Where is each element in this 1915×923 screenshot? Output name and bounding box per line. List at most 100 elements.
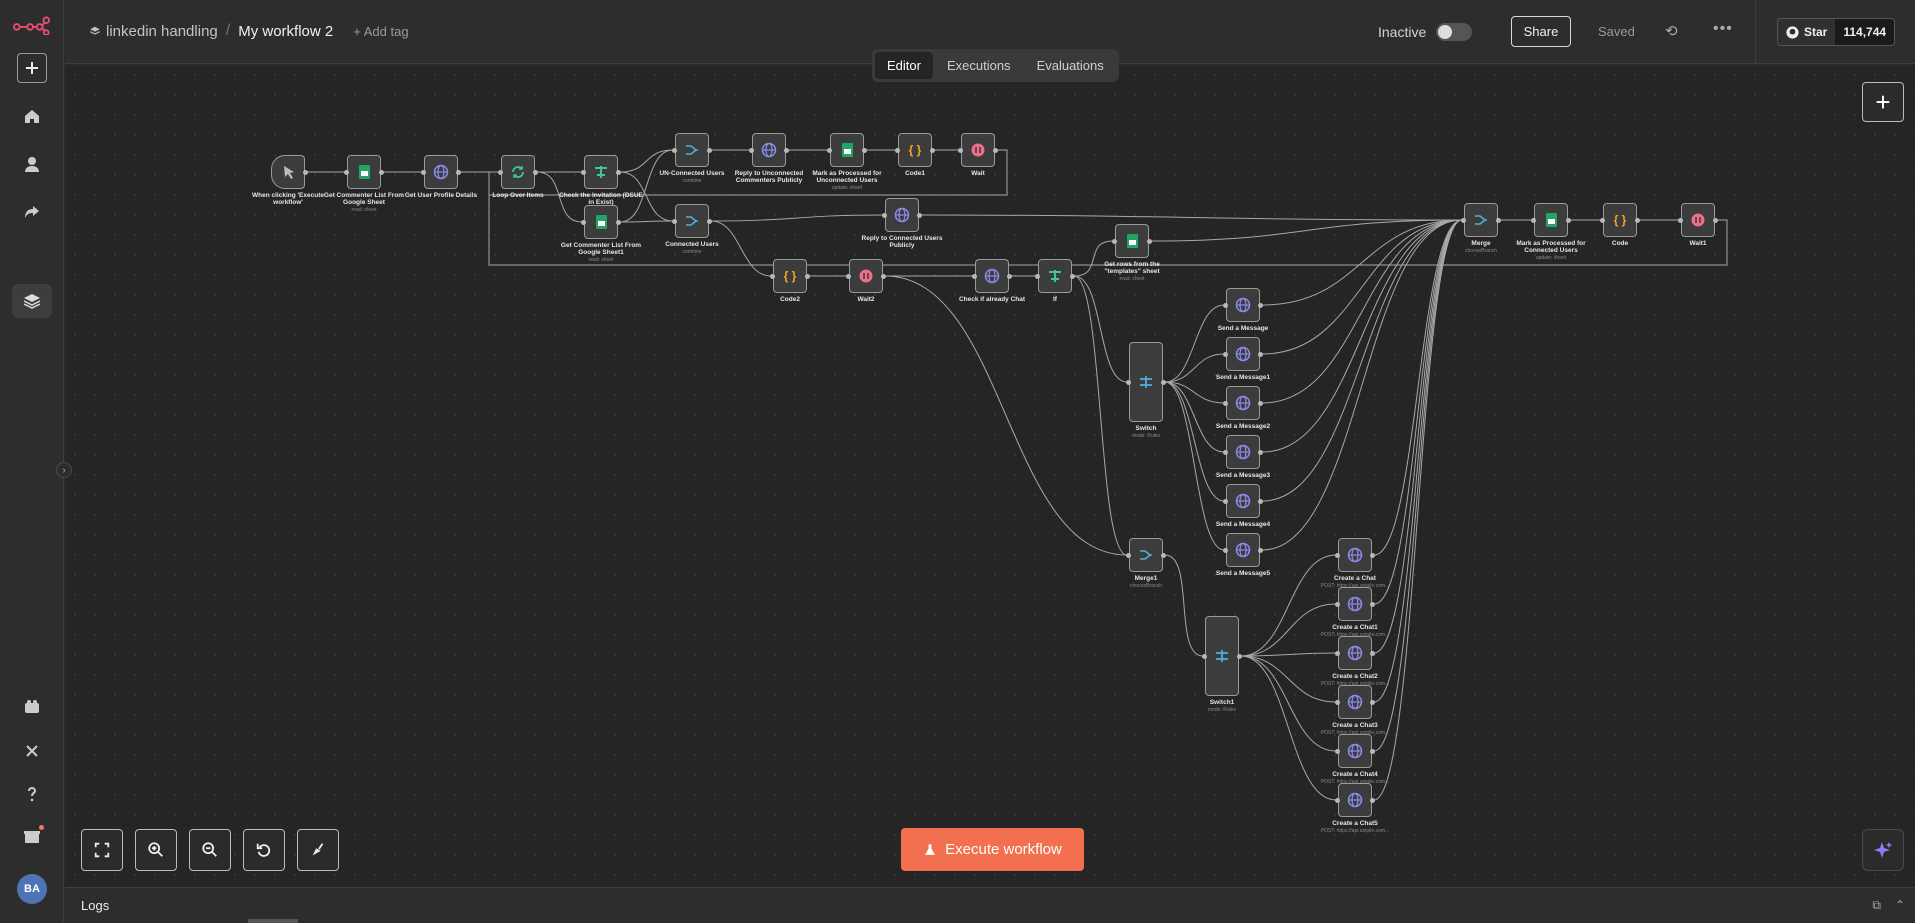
zoom-out-button[interactable]: [189, 829, 231, 871]
tidy-up-button[interactable]: [297, 829, 339, 871]
input-port[interactable]: [1223, 351, 1228, 357]
output-port[interactable]: [1161, 552, 1166, 558]
tab-evaluations[interactable]: Evaluations: [1036, 58, 1104, 73]
input-port[interactable]: [1335, 552, 1340, 558]
input-port[interactable]: [1335, 748, 1340, 754]
popout-icon[interactable]: ⧉: [1872, 898, 1881, 912]
connection-line[interactable]: [1373, 219, 1463, 556]
output-port[interactable]: [1370, 552, 1375, 558]
output-port[interactable]: [1370, 699, 1375, 705]
active-toggle[interactable]: [1436, 23, 1473, 41]
share-icon[interactable]: [12, 195, 52, 229]
node-msg3[interactable]: [1226, 435, 1260, 469]
tab-executions[interactable]: Executions: [946, 58, 1011, 73]
output-port[interactable]: [1370, 601, 1375, 607]
output-port[interactable]: [533, 169, 538, 175]
node-connected[interactable]: [675, 204, 709, 238]
connection-line[interactable]: [1373, 219, 1463, 703]
connection-line[interactable]: [1164, 353, 1225, 383]
ai-assistant-button[interactable]: [1862, 829, 1904, 871]
connection-line[interactable]: [1261, 219, 1463, 551]
output-port[interactable]: [303, 169, 308, 175]
node-profile[interactable]: [424, 155, 458, 189]
input-port[interactable]: [672, 147, 677, 153]
connection-line[interactable]: [619, 149, 674, 223]
node-replyConn[interactable]: [885, 198, 919, 232]
input-port[interactable]: [770, 273, 775, 279]
node-chat4[interactable]: [1338, 734, 1372, 768]
logs-panel[interactable]: Logs ⧉ ⌃: [65, 887, 1915, 923]
add-icon[interactable]: [17, 53, 47, 83]
connection-line[interactable]: [1164, 381, 1225, 551]
connection-line[interactable]: [1261, 219, 1463, 502]
connection-line[interactable]: [1164, 381, 1225, 502]
connection-line[interactable]: [710, 220, 772, 277]
connection-line[interactable]: [1240, 603, 1337, 657]
add-node-button[interactable]: +: [1862, 82, 1904, 122]
connection-line[interactable]: [1240, 655, 1337, 703]
connection-line[interactable]: [1164, 381, 1225, 453]
output-port[interactable]: [1258, 400, 1263, 406]
input-port[interactable]: [1531, 217, 1536, 223]
output-port[interactable]: [1070, 273, 1075, 279]
execute-workflow-button[interactable]: Execute workflow: [901, 828, 1084, 871]
home-icon[interactable]: [12, 99, 52, 133]
gift-icon[interactable]: [12, 819, 52, 853]
connection-line[interactable]: [1073, 275, 1128, 556]
node-gs2[interactable]: [584, 205, 618, 239]
node-msg0[interactable]: [1226, 288, 1260, 322]
output-port[interactable]: [993, 147, 998, 153]
node-code1[interactable]: { }: [898, 133, 932, 167]
workflow-canvas[interactable]: When clicking 'Execute workflow'Get Comm…: [65, 65, 1915, 887]
more-options-icon[interactable]: •••: [1713, 20, 1733, 37]
output-port[interactable]: [707, 147, 712, 153]
output-port[interactable]: [1713, 217, 1718, 223]
loop-back-line[interactable]: [488, 171, 1728, 266]
node-code[interactable]: { }: [1603, 203, 1637, 237]
connection-line[interactable]: [1240, 652, 1337, 657]
connection-line[interactable]: [920, 214, 1463, 221]
output-port[interactable]: [881, 273, 886, 279]
output-port[interactable]: [1007, 273, 1012, 279]
output-port[interactable]: [1370, 797, 1375, 803]
input-port[interactable]: [1678, 217, 1683, 223]
node-replyUnconn[interactable]: [752, 133, 786, 167]
connection-line[interactable]: [1261, 219, 1463, 355]
node-getRows[interactable]: [1115, 224, 1149, 258]
output-port[interactable]: [379, 169, 384, 175]
connection-line[interactable]: [1373, 219, 1463, 801]
output-port[interactable]: [1161, 379, 1166, 385]
node-wait2[interactable]: [849, 259, 883, 293]
output-port[interactable]: [707, 218, 712, 224]
connection-line[interactable]: [1150, 219, 1463, 242]
help-icon[interactable]: [12, 777, 52, 811]
connection-line[interactable]: [1261, 219, 1463, 453]
input-port[interactable]: [581, 169, 586, 175]
node-markUnconn[interactable]: [830, 133, 864, 167]
connection-line[interactable]: [1261, 219, 1463, 404]
input-port[interactable]: [1335, 797, 1340, 803]
share-button[interactable]: Share: [1511, 16, 1571, 47]
expand-sidebar-icon[interactable]: ›: [56, 462, 72, 478]
node-chat5[interactable]: [1338, 783, 1372, 817]
connection-line[interactable]: [1164, 554, 1204, 657]
output-port[interactable]: [1258, 302, 1263, 308]
connection-line[interactable]: [619, 220, 674, 223]
output-port[interactable]: [1370, 748, 1375, 754]
input-port[interactable]: [749, 147, 754, 153]
output-port[interactable]: [1258, 498, 1263, 504]
connection-line[interactable]: [1240, 655, 1337, 752]
workflow-name[interactable]: My workflow 2: [238, 22, 334, 40]
layers-icon[interactable]: [12, 284, 52, 318]
output-port[interactable]: [862, 147, 867, 153]
output-port[interactable]: [1237, 653, 1242, 659]
node-wait[interactable]: [961, 133, 995, 167]
node-trigger[interactable]: [271, 155, 305, 189]
templates-icon[interactable]: [12, 690, 52, 724]
tab-editor[interactable]: Editor: [875, 52, 933, 79]
reset-zoom-button[interactable]: [243, 829, 285, 871]
connection-line[interactable]: [1073, 240, 1114, 277]
input-port[interactable]: [1035, 273, 1040, 279]
fit-view-button[interactable]: [81, 829, 123, 871]
node-merge[interactable]: [1464, 203, 1498, 237]
